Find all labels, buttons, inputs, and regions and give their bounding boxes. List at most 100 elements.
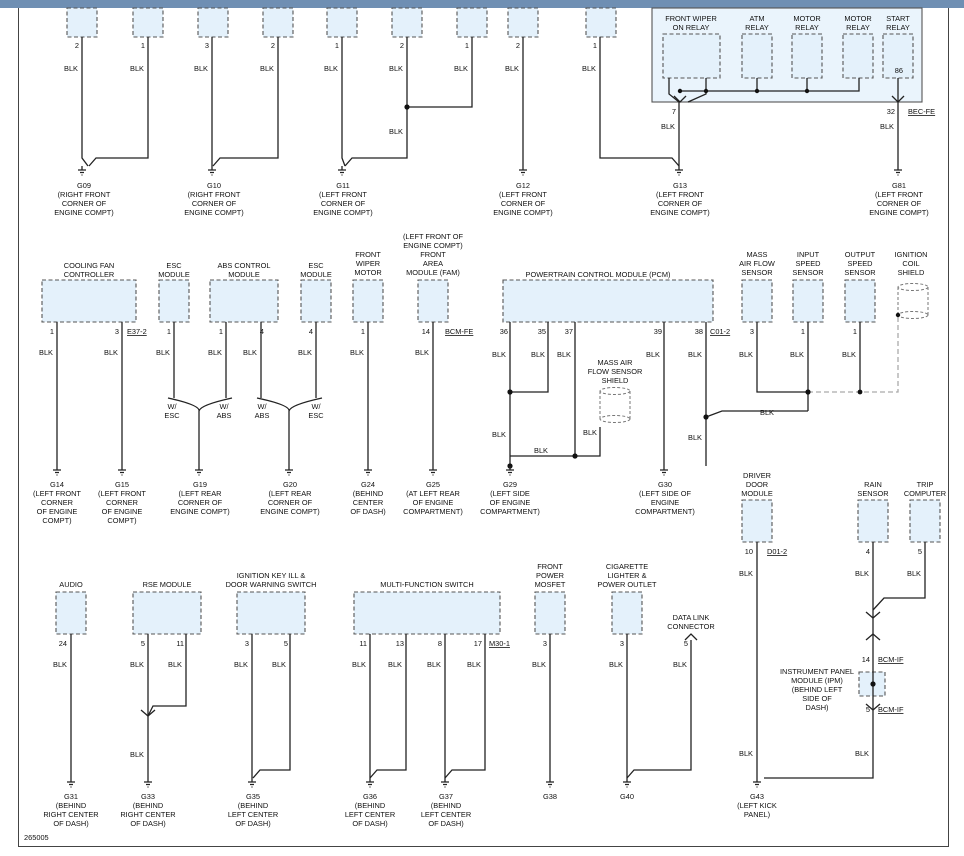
- pin-number: 1: [335, 41, 339, 50]
- pin-number: 35: [538, 327, 546, 336]
- wire-label: BLK: [130, 660, 144, 669]
- wire-label: BLK: [855, 749, 869, 758]
- wire-label: BLK: [688, 433, 702, 442]
- ground-g36-label: G36: [363, 792, 377, 801]
- pin-number: 2: [75, 41, 79, 50]
- pin-number: 3: [620, 639, 624, 648]
- start-relay-label-2: RELAY: [886, 23, 910, 32]
- ground-g13-label: CORNER OF: [658, 199, 703, 208]
- ground-g24-label: (BEHIND: [353, 489, 383, 498]
- pin-number: 3: [205, 41, 209, 50]
- wire-color-labels: BLK BLK BLK BLK BLK BLK BLK BLK BLK BLK …: [39, 64, 921, 759]
- ignition-coil-shield-label: IGNITION: [895, 250, 928, 259]
- ground-g36-label: (BEHIND: [355, 801, 385, 810]
- wire-label: BLK: [39, 348, 53, 357]
- ground-g20-label: CORNER OF: [268, 498, 313, 507]
- ground-g25-label: G25: [426, 480, 440, 489]
- ground-g37-label: (BEHIND: [431, 801, 461, 810]
- pin-number: 37: [565, 327, 573, 336]
- ground-g13-label: (LEFT FRONT: [656, 190, 704, 199]
- ground-g33-label: RIGHT CENTER: [120, 810, 175, 819]
- ground-g15-label: (LEFT FRONT: [98, 489, 146, 498]
- ground-g35-label: G35: [246, 792, 260, 801]
- ground-g81-label: ENGINE COMPT): [869, 208, 929, 217]
- pin-number: 2: [400, 41, 404, 50]
- wire-label: BLK: [739, 569, 753, 578]
- ground-g12-label: (LEFT FRONT: [499, 190, 547, 199]
- multi-function-switch-label: MULTI-FUNCTION SWITCH: [380, 580, 473, 589]
- pin-number: 5: [284, 639, 288, 648]
- ground-g37-label: G37: [439, 792, 453, 801]
- ground-g15-label: CORNER: [106, 498, 138, 507]
- wire-label: BLK: [673, 660, 687, 669]
- pin-number: 5: [141, 639, 145, 648]
- input-speed-label-3: SENSOR: [792, 268, 823, 277]
- ground-g35-label: OF DASH): [235, 819, 270, 828]
- input-speed-label-2: SPEED: [795, 259, 820, 268]
- pin-number: 14: [862, 655, 870, 664]
- pin-number: 4: [866, 547, 870, 556]
- ground-g14-label: G14: [50, 480, 64, 489]
- connector-id: BCM-IF: [878, 705, 904, 714]
- trip-computer-label-2: COMPUTER: [904, 489, 946, 498]
- ground-g15-label: OF ENGINE: [102, 507, 143, 516]
- pin-number: 1: [853, 327, 857, 336]
- ground-g43-label: PANEL): [744, 810, 770, 819]
- front-power-mosfet-label-3: MOSFET: [535, 580, 566, 589]
- wire-label: BLK: [352, 660, 366, 669]
- abs-module-label-2: MODULE: [228, 270, 260, 279]
- ground-g31-label: OF DASH): [53, 819, 88, 828]
- ground-g10-label: CORNER OF: [192, 199, 237, 208]
- variant-w-abs-1b: ABS: [217, 411, 232, 420]
- data-link-connector-label-2: CONNECTOR: [667, 622, 715, 631]
- ground-g15-label: COMPT): [107, 516, 136, 525]
- ground-g13-label: ENGINE COMPT): [650, 208, 710, 217]
- ground-g13-label: G13: [673, 181, 687, 190]
- audio-label: AUDIO: [59, 580, 83, 589]
- wire-label: BLK: [130, 64, 144, 73]
- esc-module-1-label: ESC: [166, 261, 182, 270]
- variant-w-abs-1: W/: [219, 402, 229, 411]
- ipm-label-5: DASH): [806, 703, 829, 712]
- pin-number: 11: [176, 639, 184, 648]
- wire-label: BLK: [492, 350, 506, 359]
- wire-label: BLK: [208, 348, 222, 357]
- wire-label: BLK: [272, 660, 286, 669]
- ground-g09-label: ENGINE COMPT): [54, 208, 114, 217]
- front-power-mosfet-label-2: POWER: [536, 571, 564, 580]
- ground-g30-label: G30: [658, 480, 672, 489]
- ground-g35-label: LEFT CENTER: [228, 810, 278, 819]
- pin-number: 24: [59, 639, 67, 648]
- pin-number: 5: [918, 547, 922, 556]
- pin-number: 32: [887, 107, 895, 116]
- variant-w-esc-2b: ESC: [308, 411, 324, 420]
- wire-label: BLK: [427, 660, 441, 669]
- ground-g14-label: CORNER: [41, 498, 73, 507]
- ground-g36-label: OF DASH): [352, 819, 387, 828]
- rain-sensor-label-2: SENSOR: [857, 489, 888, 498]
- fam-label: (LEFT FRONT OF: [403, 232, 464, 241]
- pin-number: 10: [745, 547, 753, 556]
- connector-id: C01-2: [710, 327, 730, 336]
- pin-number: 2: [271, 41, 275, 50]
- wire-label: BLK: [350, 348, 364, 357]
- wire-label: BLK: [583, 428, 597, 437]
- cigarette-lighter-label-3: POWER OUTLET: [597, 580, 657, 589]
- wire-label: BLK: [64, 64, 78, 73]
- component-labels: FRONT WIPER ON RELAY ATM RELAY MOTOR REL…: [59, 14, 946, 712]
- wire-label: BLK: [260, 64, 274, 73]
- pin-number: 39: [654, 327, 662, 336]
- wire-label: BLK: [130, 750, 144, 759]
- ground-g37-label: OF DASH): [428, 819, 463, 828]
- ignition-coil-shield-label-2: COIL: [902, 259, 919, 268]
- ground-g20-label: G20: [283, 480, 297, 489]
- wire-label: BLK: [582, 64, 596, 73]
- ground-g33-label: OF DASH): [130, 819, 165, 828]
- esc-module-2-label-2: MODULE: [300, 270, 332, 279]
- ground-g14-label: COMPT): [42, 516, 71, 525]
- wire-label: BLK: [532, 660, 546, 669]
- pin-number: 3: [750, 327, 754, 336]
- ground-g38-label: G38: [543, 792, 557, 801]
- wire-label: BLK: [194, 64, 208, 73]
- front-wiper-motor-label-2: WIPER: [356, 259, 380, 268]
